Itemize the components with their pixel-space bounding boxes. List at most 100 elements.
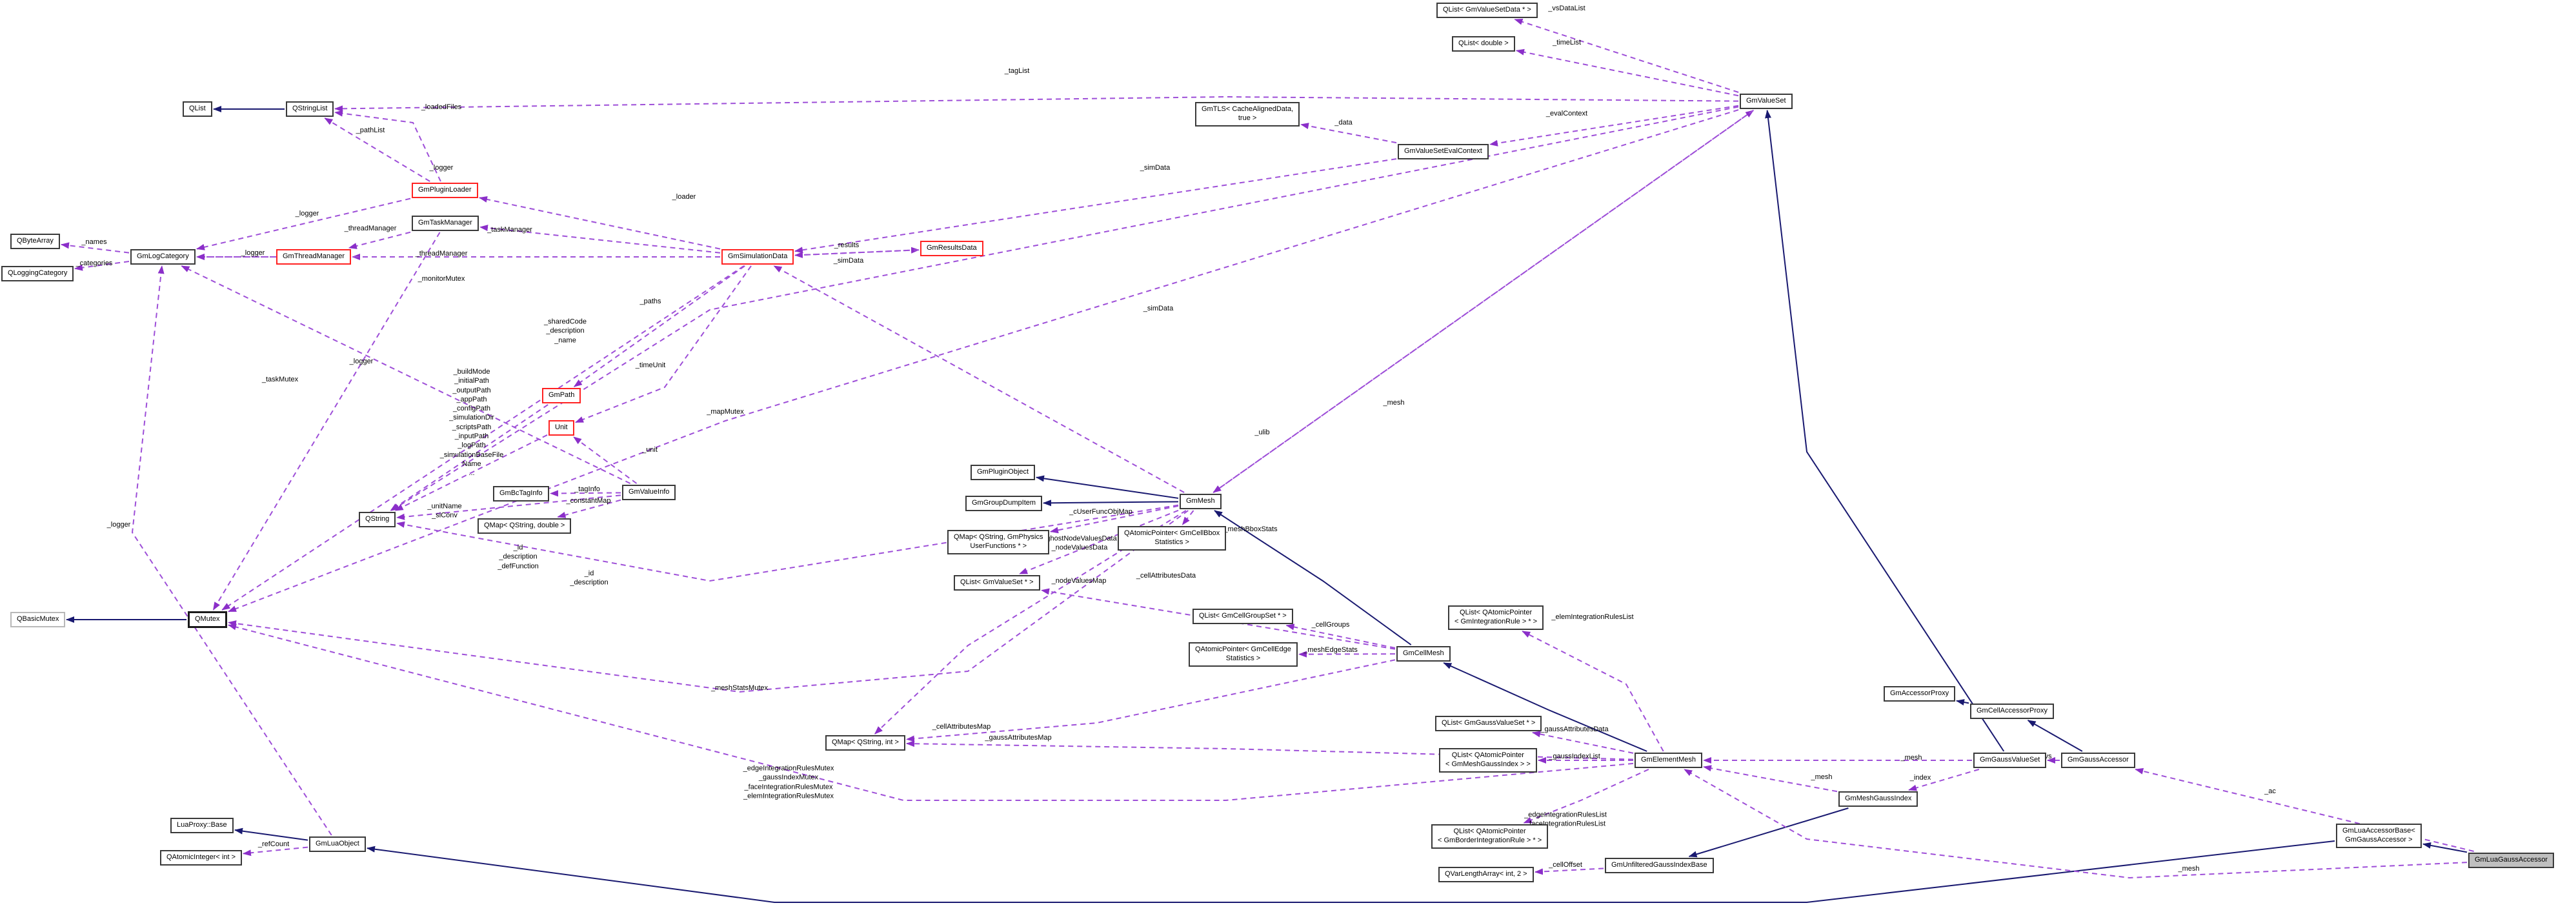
edge-gmvaluesetevalcontext-gmsimulationdata xyxy=(794,158,1397,254)
edge-gmvalueinfo-gmlogcategory xyxy=(181,265,631,484)
class-node-qlist_qatomic_meshgaussindex[interactable]: QList< QAtomicPointer < GmMeshGaussIndex… xyxy=(1439,748,1537,773)
class-node-qatomic_cellbbox[interactable]: QAtomicPointer< GmCellBbox Statistics > xyxy=(1118,526,1227,551)
edge-gmmesh-qmap_qstring_gmphysics xyxy=(1050,505,1179,534)
edge-gmmesh-gmsimulationdata xyxy=(773,265,1185,493)
edge-gmluagaussaccessor-gmgaussaccessor xyxy=(2135,767,2474,852)
edge-gmvalueinfo-unit xyxy=(573,436,638,484)
edge-gmpath-qstring xyxy=(390,404,548,511)
class-node-gmpluginloader[interactable]: GmPluginLoader xyxy=(412,183,478,198)
class-node-gmtls[interactable]: GmTLS< CacheAlignedData, true > xyxy=(1195,102,1300,127)
class-node-qmap_qstring_gmphysics[interactable]: QMap< QString, GmPhysics UserFunctions *… xyxy=(947,530,1050,554)
edge-gmvalueinfo-qstring xyxy=(396,494,621,520)
edge-gmvalueset-gmvaluesetevalcontext xyxy=(1489,105,1739,147)
edge-gmcellmesh-qlist_gmvalueset xyxy=(1041,588,1396,650)
class-node-gmcellaccessorproxy[interactable]: GmCellAccessorProxy xyxy=(1970,704,2055,719)
edge-gmpluginloader-gmlogcategory xyxy=(196,198,411,250)
edge-gmsimulationdata-qmutex xyxy=(221,265,745,611)
class-node-gmmeshgaussindex[interactable]: GmMeshGaussIndex xyxy=(1838,791,1918,807)
class-node-qstring[interactable]: QString xyxy=(359,512,396,527)
class-node-qbasicmutex[interactable]: QBasicMutex xyxy=(10,612,66,627)
edge-gmvalueset-qstringlist xyxy=(334,96,1739,112)
class-node-qlist_gmvaluesetdata[interactable]: QList< GmValueSetData * > xyxy=(1436,3,1538,18)
class-node-qlist_gmcellgroupset[interactable]: QList< GmCellGroupSet * > xyxy=(1192,609,1293,624)
edge-gmluaobject-luaproxy_base xyxy=(234,827,308,841)
class-node-qbytearray[interactable]: QByteArray xyxy=(10,234,60,249)
edge-gmcellmesh-qmap_qstring_int xyxy=(906,659,1396,742)
edge-gmvalueset-qstring xyxy=(390,106,1739,511)
class-node-gmgaussaccessor[interactable]: GmGaussAccessor xyxy=(2061,753,2135,768)
class-node-gmvalueset[interactable]: GmValueSet xyxy=(1740,94,1793,109)
edge-gmgaussvalueset-gmvalueset xyxy=(1765,110,2005,752)
class-node-gmvaluesetevalcontext[interactable]: GmValueSetEvalContext xyxy=(1398,144,1489,159)
edge-gmmesh-qlist_gmvalueset xyxy=(1019,509,1179,574)
class-node-gmlogcategory[interactable]: GmLogCategory xyxy=(130,249,196,265)
class-node-qmutex[interactable]: QMutex xyxy=(188,611,227,628)
edge-gmsimulationdata-gmpath xyxy=(573,265,745,387)
class-node-gmpluginobject[interactable]: GmPluginObject xyxy=(971,465,1036,480)
class-node-qvarlengtharray_int2[interactable]: QVarLengthArray< int, 2 > xyxy=(1438,867,1534,882)
class-node-gmmesh[interactable]: GmMesh xyxy=(1180,494,1222,509)
class-node-qlist[interactable]: QList xyxy=(183,101,212,117)
edge-unit-qstring xyxy=(394,434,548,511)
edge-gmpluginloader-qstringlist xyxy=(324,117,430,182)
class-node-qmap_qstring_int[interactable]: QMap< QString, int > xyxy=(825,735,905,751)
class-node-qloggingcategory[interactable]: QLoggingCategory xyxy=(1,266,74,281)
edge-gmvaluesetevalcontext-gmtls xyxy=(1300,123,1397,144)
class-node-gmgroupdumpitem[interactable]: GmGroupDumpItem xyxy=(965,496,1043,511)
edge-gmsimulationdata-gmtaskmanager xyxy=(479,225,721,254)
edge-gmluaobject-qatomicinteger_int xyxy=(243,846,308,856)
edge-gmvalueset-gmmesh xyxy=(1213,110,1754,493)
edge-gmelementmesh-qlist_qatomic_borderintegrationrule xyxy=(1523,769,1649,824)
edge-gmtaskmanager-qmutex xyxy=(212,232,441,611)
class-node-qstringlist[interactable]: QStringList xyxy=(286,101,334,117)
class-node-gmsimulationdata[interactable]: GmSimulationData xyxy=(721,249,794,265)
edge-gmunfilteredgaussindexbase-qvarlengtharray_int2 xyxy=(1535,867,1604,875)
edge-gmsimulationdata-unit xyxy=(575,265,752,423)
class-node-gmvalueinfo[interactable]: GmValueInfo xyxy=(622,485,676,500)
edge-gmelementmesh-qlist_qatomic_integrationrule xyxy=(1522,631,1664,752)
edge-gmmeshgaussindex-gmelementmesh xyxy=(1703,765,1838,793)
class-node-qmap_qstring_double[interactable]: QMap< QString, double > xyxy=(478,518,572,534)
edge-gmcellmesh-qlist_gmcellgroupset xyxy=(1285,623,1396,649)
class-node-gmthreadmanager[interactable]: GmThreadManager xyxy=(276,249,351,265)
class-node-gmluagaussaccessor[interactable]: GmLuaGaussAccessor xyxy=(2468,853,2555,868)
edge-gmresultsdata-gmsimulationdata xyxy=(794,249,920,258)
edge-gmmesh-qatomic_cellbbox xyxy=(1182,510,1194,525)
edge-gmvalueset-qlist_gmvaluesetdata xyxy=(1514,18,1739,93)
edge-gmelementmesh-qmutex xyxy=(228,623,1634,801)
class-node-qlist_gmgaussvalueset[interactable]: QList< GmGaussValueSet * > xyxy=(1435,716,1542,731)
edge-gmmesh-qstring xyxy=(396,504,1179,582)
class-node-qlist_gmvalueset[interactable]: QList< GmValueSet * > xyxy=(954,575,1040,591)
class-node-qlist_double[interactable]: QList< double > xyxy=(1452,36,1515,52)
class-node-gmgaussvalueset[interactable]: GmGaussValueSet xyxy=(1973,753,2047,768)
edge-gmelementmesh-gmcellmesh xyxy=(1443,662,1647,752)
class-node-gmtaskmanager[interactable]: GmTaskManager xyxy=(412,216,479,231)
class-node-gmluaobject[interactable]: GmLuaObject xyxy=(309,836,366,852)
class-node-qatomic_celledge[interactable]: QAtomicPointer< GmCellEdge Statistics > xyxy=(1189,642,1298,667)
class-node-unit[interactable]: Unit xyxy=(548,420,574,436)
class-node-qlist_qatomic_borderintegrationrule[interactable]: QList< QAtomicPointer < GmBorderIntegrat… xyxy=(1431,824,1549,849)
class-node-gmpath[interactable]: GmPath xyxy=(542,388,581,403)
edge-gmmeshgaussindex-gmunfilteredgaussindexbase xyxy=(1688,807,1849,858)
class-node-gmresultsdata[interactable]: GmResultsData xyxy=(920,241,983,256)
class-node-luaproxy_base[interactable]: LuaProxy::Base xyxy=(170,818,234,833)
edge-gmgaussvalueset-gmmeshgaussindex xyxy=(1908,769,1980,791)
edge-gmsimulationdata-gmpluginloader xyxy=(479,196,721,250)
class-node-gmunfilteredgaussindexbase[interactable]: GmUnfilteredGaussIndexBase xyxy=(1605,858,1714,873)
class-node-qatomicinteger_int[interactable]: QAtomicInteger< int > xyxy=(160,850,242,866)
edge-gmelementmesh-qlist_gmgaussvalueset xyxy=(1532,731,1634,754)
class-node-gmluaaccessorbase[interactable]: GmLuaAccessorBase< GmGaussAccessor > xyxy=(2336,824,2422,848)
edge-gmluaobject-gmlogcategory xyxy=(131,265,332,836)
class-node-gmbctaginfo[interactable]: GmBcTagInfo xyxy=(493,486,549,502)
edge-gmvalueset-qlist_double xyxy=(1516,48,1739,97)
edge-gmcellmesh-gmmesh xyxy=(1214,510,1412,645)
class-node-gmaccessorproxy[interactable]: GmAccessorProxy xyxy=(1884,686,1956,702)
class-node-gmelementmesh[interactable]: GmElementMesh xyxy=(1635,753,1702,768)
edge-gmluagaussaccessor-gmluaaccessorbase xyxy=(2422,842,2468,853)
class-node-gmcellmesh[interactable]: GmCellMesh xyxy=(1396,646,1451,662)
edge-gmvalueset-qmutex xyxy=(228,109,1739,613)
class-node-qlist_qatomic_integrationrule[interactable]: QList< QAtomicPointer < GmIntegrationRul… xyxy=(1448,605,1544,630)
edge-gmmesh-gmgroupdumpitem xyxy=(1043,500,1179,507)
edge-gmmesh-qmutex xyxy=(228,510,1189,693)
